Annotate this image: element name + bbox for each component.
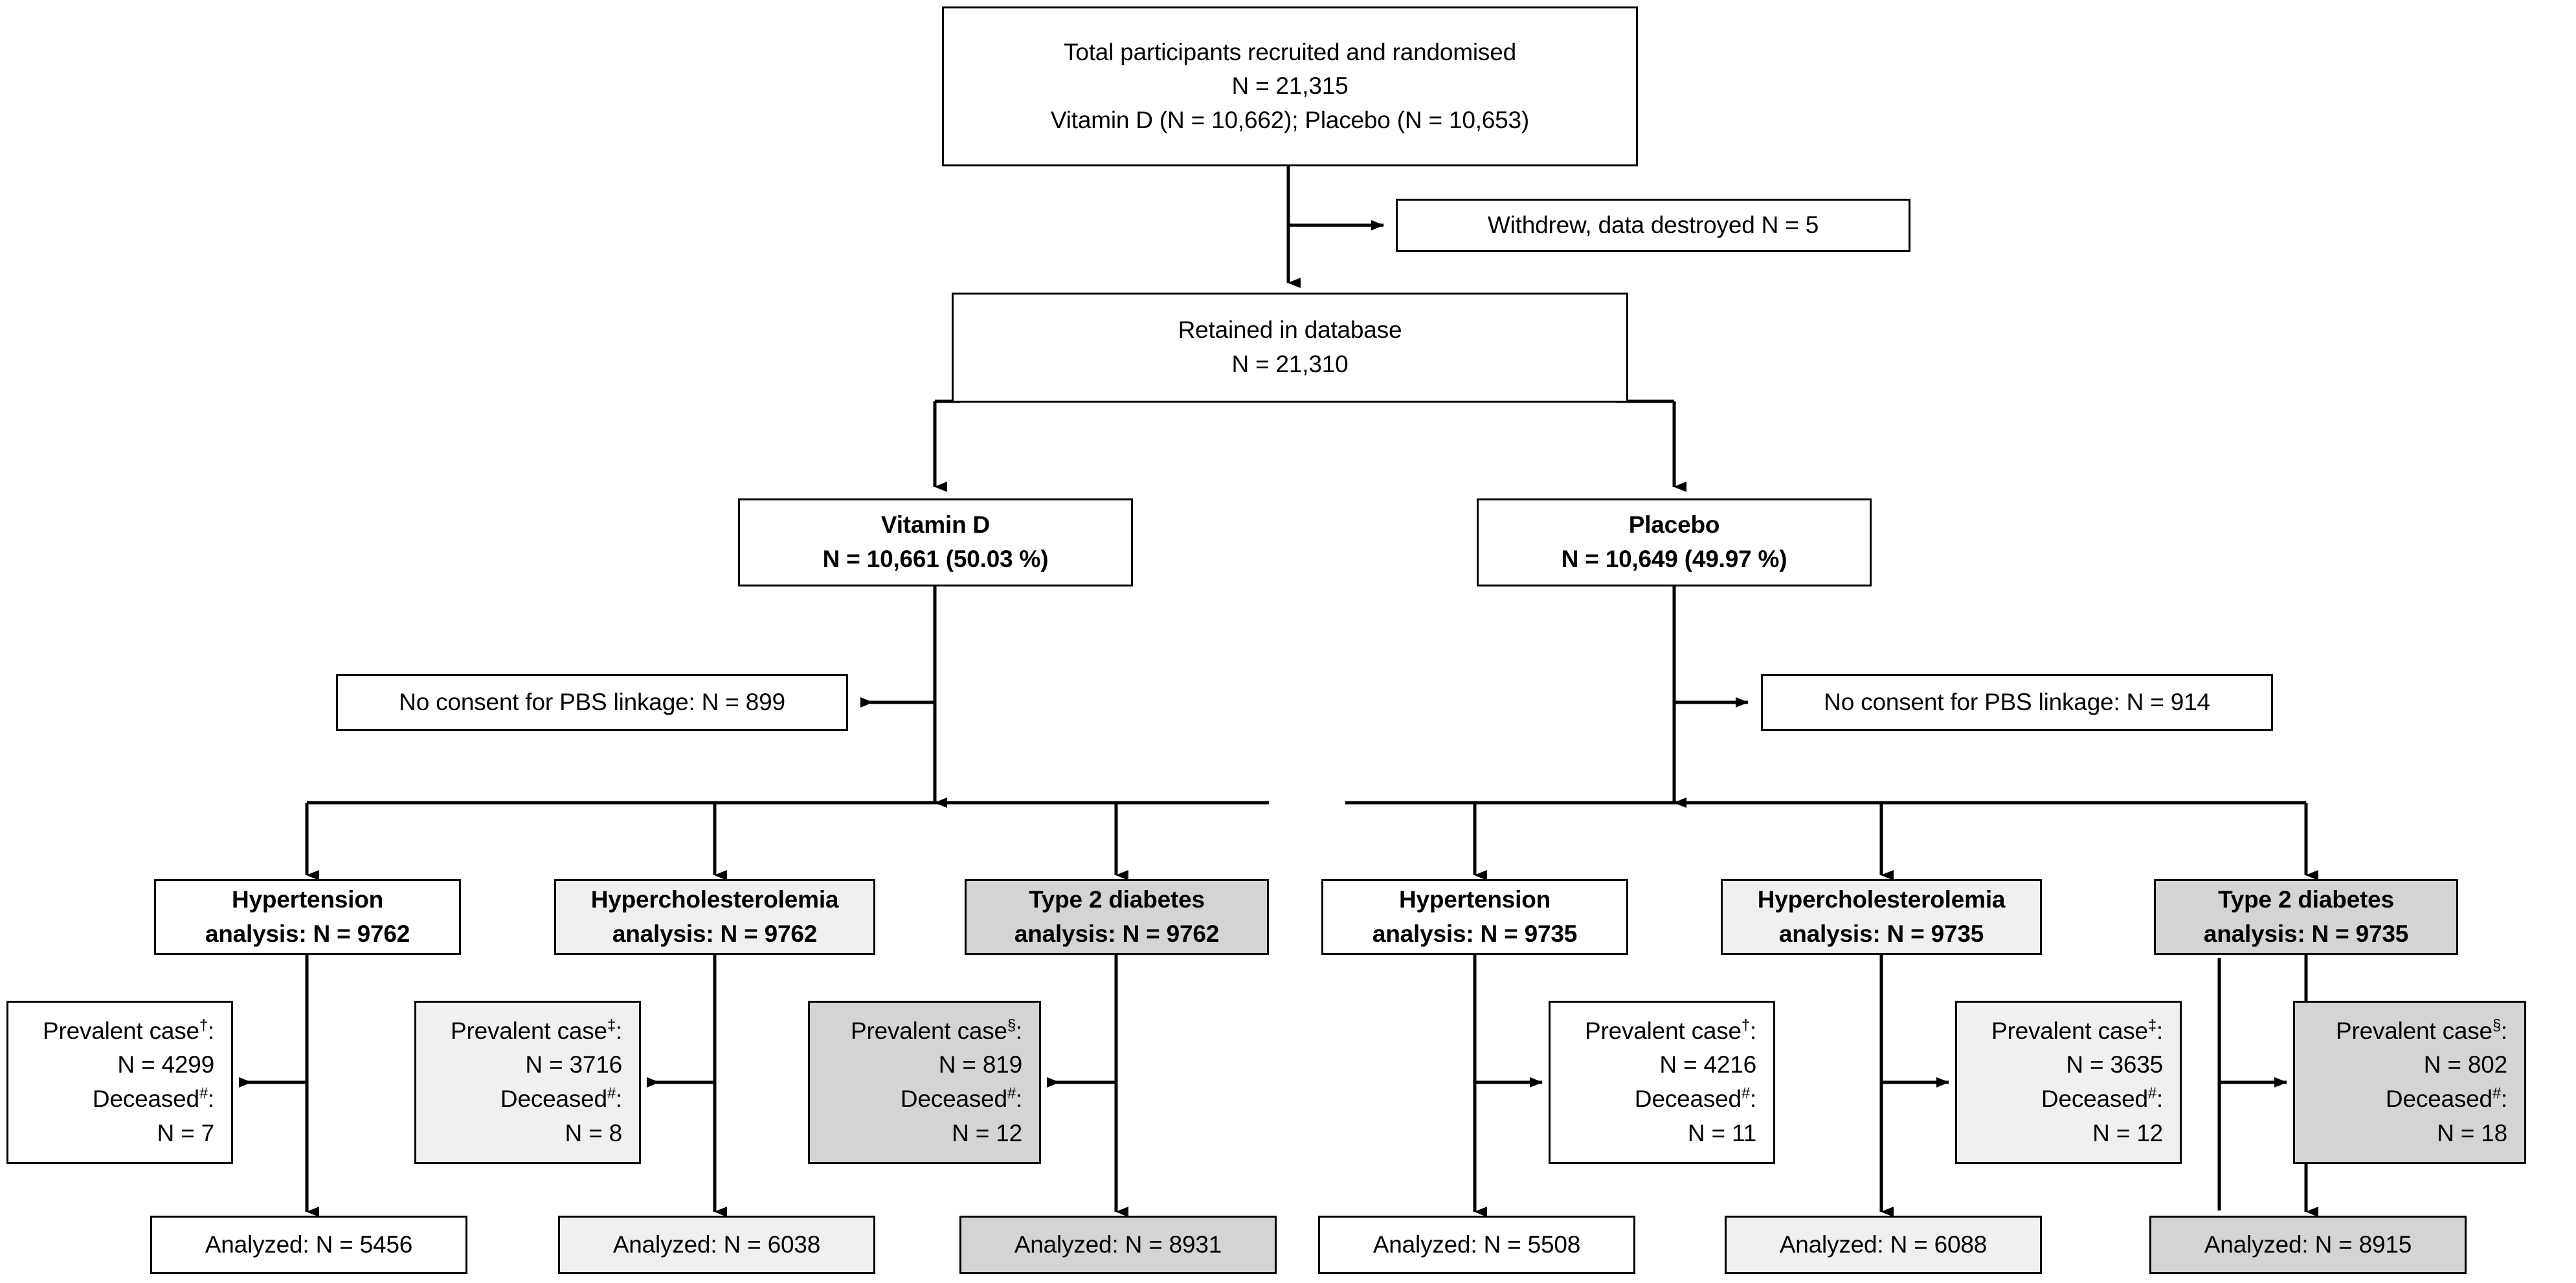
node-line: Deceased#: — [2041, 1085, 2163, 1112]
node-line: Prevalent case§: — [850, 1017, 1022, 1044]
node-line: Withdrew, data destroyed N = 5 — [1487, 211, 1819, 238]
node-prevalent-vd-hypercholesterolemia: Prevalent case‡: N = 3716 Deceased#: N =… — [414, 1001, 641, 1164]
node-total-recruited: Total participants recruited and randomi… — [942, 6, 1638, 166]
node-line: N = 4299 — [117, 1051, 214, 1078]
node-analyzed-pl-type2-diabetes: Analyzed: N = 8915 — [2149, 1216, 2467, 1274]
node-prevalent-vd-type2-diabetes: Prevalent case§: N = 819 Deceased#: N = … — [808, 1001, 1041, 1164]
node-analysis-pl-hypertension: Hypertension analysis: N = 9735 — [1321, 879, 1628, 955]
node-line: Deceased#: — [900, 1085, 1022, 1112]
node-line: Prevalent case†: — [42, 1017, 214, 1044]
node-prevalent-vd-hypertension: Prevalent case†: N = 4299 Deceased#: N =… — [6, 1001, 233, 1164]
node-line: Analyzed: N = 8915 — [2204, 1231, 2412, 1258]
node-line: Prevalent case‡: — [450, 1017, 622, 1044]
node-line: N = 3716 — [525, 1051, 622, 1078]
node-line: Hypercholesterolemia — [1757, 886, 2006, 913]
node-withdrew: Withdrew, data destroyed N = 5 — [1396, 199, 1910, 252]
node-line: N = 10,661 (50.03 %) — [822, 546, 1049, 572]
node-line: Type 2 diabetes — [2218, 886, 2394, 913]
node-line: N = 21,315 — [1231, 73, 1349, 100]
node-line: N = 18 — [2437, 1119, 2507, 1146]
node-line: Prevalent case‡: — [1991, 1017, 2163, 1044]
node-line: Deceased#: — [2385, 1085, 2507, 1112]
node-line: N = 21,310 — [1231, 351, 1349, 377]
node-line: Prevalent case†: — [1584, 1017, 1756, 1044]
node-line: N = 819 — [938, 1051, 1022, 1078]
node-line: Prevalent case§: — [2335, 1017, 2507, 1044]
node-line: No consent for PBS linkage: N = 914 — [1824, 688, 2210, 715]
node-line: Placebo — [1628, 511, 1720, 539]
node-line: Vitamin D (N = 10,662); Placebo (N = 10,… — [1050, 106, 1530, 133]
node-analysis-vd-hypertension: Hypertension analysis: N = 9762 — [154, 879, 461, 955]
node-prevalent-pl-type2-diabetes: Prevalent case§: N = 802 Deceased#: N = … — [2293, 1001, 2526, 1164]
node-analyzed-pl-hypercholesterolemia: Analyzed: N = 6088 — [1725, 1216, 2042, 1274]
node-line: Total participants recruited and randomi… — [1064, 38, 1516, 65]
node-line: Analyzed: N = 6088 — [1779, 1231, 1988, 1258]
node-no-consent-placebo: No consent for PBS linkage: N = 914 — [1761, 674, 2273, 731]
node-line: Hypercholesterolemia — [590, 886, 839, 913]
node-line: analysis: N = 9762 — [205, 920, 410, 947]
node-analyzed-vd-type2-diabetes: Analyzed: N = 8931 — [959, 1216, 1277, 1274]
node-arm-vitamin-d: Vitamin D N = 10,661 (50.03 %) — [738, 498, 1133, 586]
node-analyzed-vd-hypertension: Analyzed: N = 5456 — [150, 1216, 467, 1274]
node-line: Analyzed: N = 6038 — [612, 1231, 821, 1258]
node-line: N = 4216 — [1659, 1051, 1756, 1078]
node-line: N = 10,649 (49.97 %) — [1561, 546, 1787, 572]
node-line: No consent for PBS linkage: N = 899 — [399, 688, 785, 715]
node-line: Analyzed: N = 8931 — [1014, 1231, 1222, 1258]
node-retained-in-database: Retained in database N = 21,310 — [952, 293, 1628, 403]
node-no-consent-vitamin-d: No consent for PBS linkage: N = 899 — [336, 674, 848, 731]
node-line: N = 802 — [2423, 1051, 2507, 1078]
node-line: Deceased#: — [92, 1085, 214, 1112]
node-line: analysis: N = 9735 — [1778, 920, 1984, 947]
node-prevalent-pl-hypercholesterolemia: Prevalent case‡: N = 3635 Deceased#: N =… — [1955, 1001, 2182, 1164]
node-line: N = 12 — [952, 1119, 1022, 1146]
node-line: analysis: N = 9762 — [1014, 920, 1220, 947]
node-line: Vitamin D — [880, 511, 991, 539]
node-line: analysis: N = 9735 — [2203, 920, 2409, 947]
node-line: Hypertension — [1398, 886, 1551, 913]
node-line: analysis: N = 9735 — [1372, 920, 1578, 947]
node-line: analysis: N = 9762 — [612, 920, 818, 947]
node-line: Hypertension — [231, 886, 384, 913]
node-line: N = 12 — [2092, 1119, 2163, 1146]
node-analyzed-pl-hypertension: Analyzed: N = 5508 — [1318, 1216, 1635, 1274]
node-line: N = 7 — [157, 1119, 215, 1146]
node-analysis-pl-type2-diabetes: Type 2 diabetes analysis: N = 9735 — [2154, 879, 2458, 955]
node-line: N = 3635 — [2066, 1051, 2163, 1078]
node-line: Deceased#: — [500, 1085, 622, 1112]
node-analysis-pl-hypercholesterolemia: Hypercholesterolemia analysis: N = 9735 — [1721, 879, 2042, 955]
node-analyzed-vd-hypercholesterolemia: Analyzed: N = 6038 — [558, 1216, 875, 1274]
node-line: Deceased#: — [1634, 1085, 1756, 1112]
node-line: N = 8 — [565, 1119, 623, 1146]
node-line: N = 11 — [1687, 1119, 1756, 1146]
node-line: Type 2 diabetes — [1029, 886, 1205, 913]
node-line: Analyzed: N = 5508 — [1372, 1231, 1581, 1258]
node-line: Retained in database — [1178, 317, 1402, 344]
node-line: Analyzed: N = 5456 — [205, 1231, 413, 1258]
node-arm-placebo: Placebo N = 10,649 (49.97 %) — [1477, 498, 1872, 586]
node-analysis-vd-type2-diabetes: Type 2 diabetes analysis: N = 9762 — [965, 879, 1269, 955]
node-analysis-vd-hypercholesterolemia: Hypercholesterolemia analysis: N = 9762 — [554, 879, 875, 955]
node-prevalent-pl-hypertension: Prevalent case†: N = 4216 Deceased#: N =… — [1549, 1001, 1775, 1164]
